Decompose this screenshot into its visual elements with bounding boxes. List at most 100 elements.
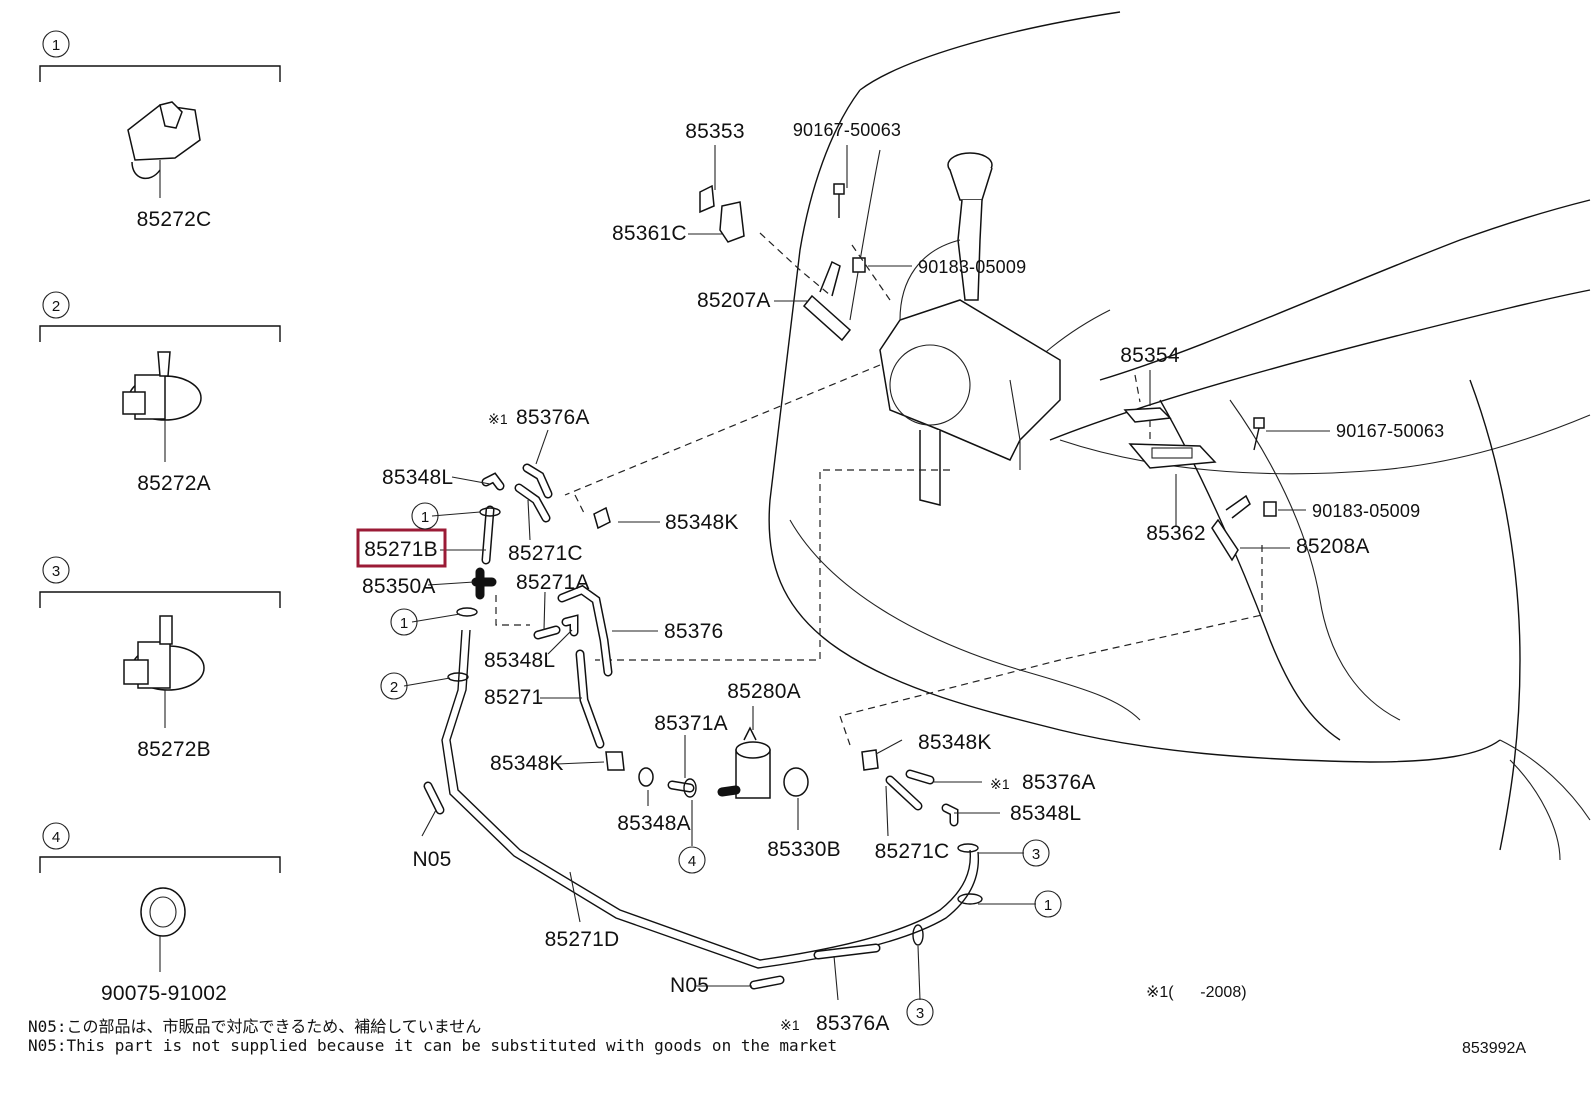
legend-item-2[interactable]: 2 85272A (39, 291, 281, 495)
callout-3-bottom[interactable]: 3 (906, 998, 934, 1026)
joint-n05-left[interactable] (423, 781, 445, 815)
label-85362[interactable]: 85362 (1146, 522, 1205, 545)
label-85376[interactable]: 85376 (664, 620, 723, 643)
hose-85376a-top[interactable] (522, 463, 553, 499)
label-90183-05009-top[interactable]: 90183-05009 (918, 257, 1026, 277)
clip-rings (447, 507, 983, 946)
joint-85348l-mid[interactable] (561, 614, 579, 637)
legend-item-3[interactable]: 3 85272B (39, 556, 281, 761)
label-85348l-top[interactable]: 85348L (382, 466, 453, 489)
legend-number: 4 (52, 829, 60, 846)
joint-85348a[interactable] (638, 767, 654, 787)
callout-4[interactable]: 4 (678, 846, 706, 874)
screw-90167-top[interactable] (833, 183, 845, 218)
clip-90183-top[interactable] (852, 257, 866, 273)
label-85348k-right[interactable]: 85348K (918, 731, 992, 754)
label-85330b[interactable]: 85330B (767, 838, 841, 861)
label-n05-left[interactable]: N05 (412, 848, 451, 871)
valve-85348k-right[interactable] (861, 749, 879, 771)
label-85348k-top[interactable]: 85348K (665, 511, 739, 534)
headlamp-cleaner-cap-85353[interactable] (699, 184, 715, 214)
washer-pump-85280a[interactable] (717, 726, 771, 799)
clip-85272b-icon (123, 615, 205, 728)
year-footnote: ※1( -2008) (1146, 984, 1247, 1001)
hose-clamp-icon (140, 887, 186, 972)
callout-1-mid[interactable]: 1 (390, 608, 418, 636)
marker-1-right: ※1 (990, 776, 1010, 792)
callout-3-right[interactable]: 3 (1022, 839, 1050, 867)
valve-85348k-mid[interactable] (605, 751, 625, 771)
label-85376a-bottom[interactable]: 85376A (816, 1012, 890, 1035)
nozzle-85207a[interactable] (802, 260, 852, 342)
nozzle-85208a[interactable] (1211, 494, 1251, 562)
hose-85271b[interactable] (481, 505, 495, 565)
hose-85271c-top[interactable] (514, 483, 551, 523)
hose-85376[interactable] (557, 584, 613, 677)
hose-85271c-right[interactable] (885, 775, 923, 811)
label-85271c-top[interactable]: 85271C (508, 542, 583, 565)
grommet-85330b[interactable] (783, 767, 809, 797)
label-n05-bottom[interactable]: N05 (670, 974, 709, 997)
vehicle-body-outline (768, 11, 1591, 861)
marker-1-bottom: ※1 (780, 1017, 800, 1033)
joint-85348l-right[interactable] (941, 803, 959, 827)
label-85207a[interactable]: 85207A (697, 289, 771, 312)
label-90167-50063-top[interactable]: 90167-50063 (793, 120, 901, 140)
svg-text:3: 3 (916, 1005, 924, 1022)
label-85348a[interactable]: 85348A (617, 812, 691, 835)
label-85371a[interactable]: 85371A (654, 712, 728, 735)
legend-item-1[interactable]: 1 85272C (39, 30, 281, 231)
pad-85354[interactable] (1123, 407, 1172, 423)
label-85350a[interactable]: 85350A (362, 575, 436, 598)
valve-85348k-top[interactable] (593, 506, 611, 530)
clip-90183-right[interactable] (1263, 501, 1277, 517)
legend-part-label: 90075-91002 (101, 982, 227, 1005)
joint-n05-bottom[interactable] (749, 975, 785, 990)
legend-item-4[interactable]: 4 90075-91002 (39, 822, 281, 1005)
label-85348k-mid[interactable]: 85348K (490, 752, 564, 775)
washer-tank (879, 152, 1061, 506)
hose-85376a-bottom[interactable] (813, 943, 881, 960)
label-85271c-right[interactable]: 85271C (875, 840, 950, 863)
label-85271d[interactable]: 85271D (545, 928, 620, 951)
label-90183-05009-right[interactable]: 90183-05009 (1312, 501, 1420, 521)
label-85354[interactable]: 85354 (1120, 344, 1180, 367)
label-85280a[interactable]: 85280A (727, 680, 801, 703)
hose-85376a-right[interactable] (905, 769, 935, 785)
callout-2[interactable]: 2 (380, 672, 408, 700)
label-85353[interactable]: 85353 (685, 120, 744, 143)
note-japanese: N05:この部品は、市販品で対応できるため、補給していません (28, 1017, 482, 1036)
screw-90167-right[interactable] (1253, 417, 1265, 451)
label-90167-50063-right[interactable]: 90167-50063 (1336, 421, 1444, 441)
label-85376a-top[interactable]: 85376A (516, 406, 590, 429)
note-english: N05:This part is not supplied because it… (28, 1036, 838, 1055)
label-85348l-mid[interactable]: 85348L (484, 649, 555, 672)
hose-85271d[interactable] (441, 629, 980, 969)
legend-number: 2 (52, 298, 60, 315)
callout-1-top[interactable]: 1 (411, 502, 439, 530)
svg-text:1: 1 (400, 615, 408, 632)
legend-part-label: 85272A (137, 472, 211, 495)
marker-1-top: ※1 (488, 411, 508, 427)
joint-85348l-top[interactable] (481, 472, 505, 491)
hose-85371a[interactable] (667, 780, 695, 793)
label-85208a[interactable]: 85208A (1296, 535, 1370, 558)
tee-85350a[interactable] (471, 567, 497, 600)
label-85348l-right[interactable]: 85348L (1010, 802, 1081, 825)
label-85361c[interactable]: 85361C (612, 222, 687, 245)
label-85376a-right[interactable]: 85376A (1022, 771, 1096, 794)
label-85271[interactable]: 85271 (484, 686, 543, 709)
callout-1-right[interactable]: 1 (1034, 890, 1062, 918)
cover-85361c[interactable] (719, 201, 745, 243)
hose-85271[interactable] (575, 649, 605, 749)
hose-85271a[interactable] (533, 625, 561, 640)
svg-text:4: 4 (688, 853, 696, 870)
label-85271a[interactable]: 85271A (516, 571, 590, 594)
label-85271b-highlighted[interactable]: 85271B (364, 538, 438, 561)
callout-circles: 1 1 2 4 3 1 3 (380, 502, 1062, 1026)
legend-part-label: 85272C (137, 208, 212, 231)
cover-85362[interactable] (1128, 443, 1217, 469)
svg-text:1: 1 (1044, 897, 1052, 914)
